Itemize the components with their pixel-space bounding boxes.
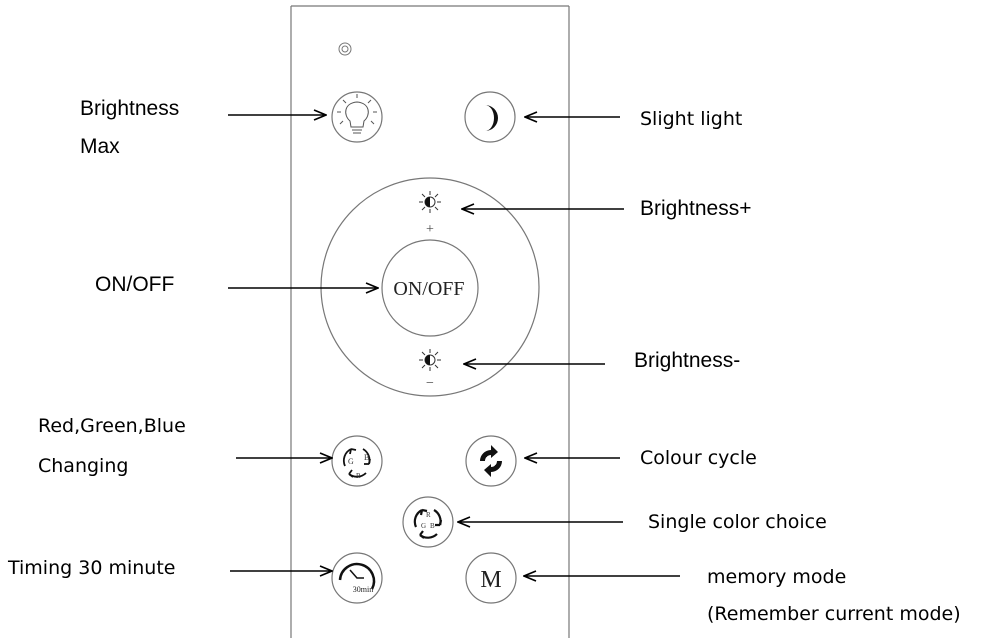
sun-half-icon — [419, 349, 441, 371]
minus-sign: − — [426, 376, 434, 391]
single-letter-b: B — [430, 522, 435, 530]
memory-button[interactable]: M — [465, 552, 517, 604]
timer-button-label: 30min — [353, 585, 373, 594]
control-ring — [320, 177, 540, 397]
single-color-button[interactable]: R G B — [402, 496, 454, 548]
label-brightness-minus: Brightness- — [634, 349, 741, 372]
label-single-color: Single color choice — [648, 511, 827, 533]
label-on-off: ON/OFF — [95, 273, 175, 296]
single-letter-r: R — [426, 511, 431, 519]
bulb-icon — [337, 94, 377, 134]
brightness-max-button[interactable] — [331, 91, 383, 143]
label-memory-mode-line2: (Remember current mode) — [707, 603, 961, 625]
label-brightness-max-line2: Max — [80, 135, 120, 158]
label-rgb-changing-line2: Changing — [38, 455, 129, 477]
brightness-minus-button[interactable]: − — [419, 349, 441, 391]
label-slight-light: Slight light — [640, 108, 743, 130]
letter-m-icon: M — [480, 567, 501, 593]
rgb-letter-b: B — [364, 453, 369, 462]
ir-emitter-icon — [338, 42, 352, 56]
timer-button[interactable]: 30min — [331, 552, 383, 604]
rgb-letter-g: G — [348, 457, 354, 466]
cycle-icon — [480, 445, 502, 477]
label-rgb-changing: Red,Green,Blue — [38, 415, 186, 437]
label-brightness-max: Brightness — [80, 97, 180, 120]
label-brightness-plus: Brightness+ — [640, 197, 752, 220]
label-timing: Timing 30 minute — [8, 557, 176, 579]
brightness-plus-button[interactable]: + — [419, 191, 441, 237]
label-colour-cycle: Colour cycle — [640, 447, 757, 469]
sun-half-icon — [419, 191, 441, 213]
remote-body — [290, 5, 570, 638]
rgb-letter-r: R — [356, 472, 361, 480]
single-letter-g: G — [421, 522, 426, 530]
plus-sign: + — [426, 222, 434, 237]
label-memory-mode: memory mode — [707, 566, 847, 588]
colour-cycle-button[interactable] — [465, 435, 517, 487]
on-off-button-label: ON/OFF — [393, 278, 464, 300]
recycle-arrows-icon — [413, 508, 443, 539]
slight-light-button[interactable] — [464, 91, 516, 143]
clock-icon — [338, 562, 376, 590]
recycle-arrows-icon — [342, 448, 371, 478]
crescent-moon-icon — [485, 105, 498, 131]
rgb-changing-button[interactable]: G B R — [331, 435, 383, 487]
on-off-button[interactable]: ON/OFF — [381, 239, 479, 337]
